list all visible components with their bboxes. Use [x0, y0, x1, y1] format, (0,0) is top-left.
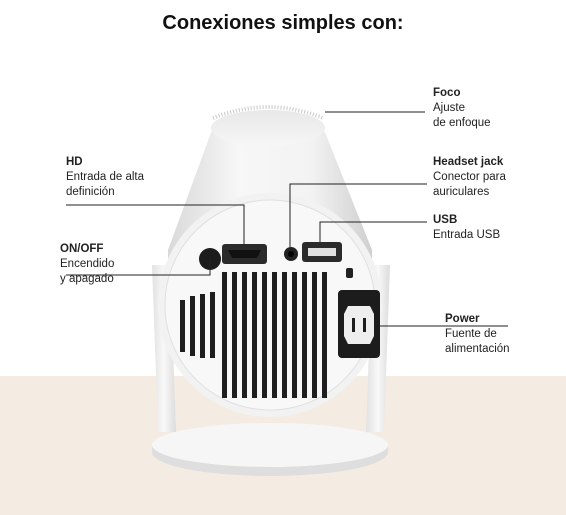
label-foco: Foco Ajuste de enfoque — [433, 86, 491, 131]
label-foco-line1: Ajuste — [433, 102, 465, 114]
label-hd-title: HD — [66, 156, 83, 168]
headset-jack — [284, 247, 298, 261]
label-headset: Headset jack Conector para auriculares — [433, 155, 506, 200]
label-onoff-line1: Encendido — [60, 258, 115, 270]
label-headset-line1: Conector para — [433, 171, 506, 183]
label-foco-title: Foco — [433, 87, 461, 99]
label-hd-line1: Entrada de alta — [66, 171, 145, 183]
label-headset-line2: auriculares — [433, 186, 490, 198]
usb-port — [302, 242, 342, 262]
projector-body — [158, 105, 382, 417]
page-title: Conexiones simples con: — [162, 12, 404, 34]
hdmi-port — [222, 244, 267, 264]
label-onoff: ON/OFF Encendido y apagado — [60, 242, 114, 287]
label-power-line1: Fuente de — [445, 328, 497, 340]
base-plate — [152, 423, 388, 476]
label-foco-line2: de enfoque — [433, 117, 491, 129]
label-usb: USB Entrada USB — [433, 213, 500, 243]
label-usb-line1: Entrada USB — [433, 229, 501, 241]
label-power-title: Power — [445, 313, 480, 325]
power-socket — [338, 290, 380, 358]
label-onoff-title: ON/OFF — [60, 243, 104, 255]
label-hd-line2: definición — [66, 186, 115, 198]
label-power: Power Fuente de alimentación — [445, 312, 510, 357]
label-onoff-line2: y apagado — [60, 273, 114, 285]
label-usb-title: USB — [433, 214, 458, 226]
label-power-line2: alimentación — [445, 343, 510, 355]
label-hd: HD Entrada de alta definición — [66, 155, 144, 200]
vent-grille — [180, 272, 327, 398]
label-headset-title: Headset jack — [433, 156, 504, 168]
small-indicator — [346, 268, 353, 278]
leader-lines — [66, 111, 508, 327]
